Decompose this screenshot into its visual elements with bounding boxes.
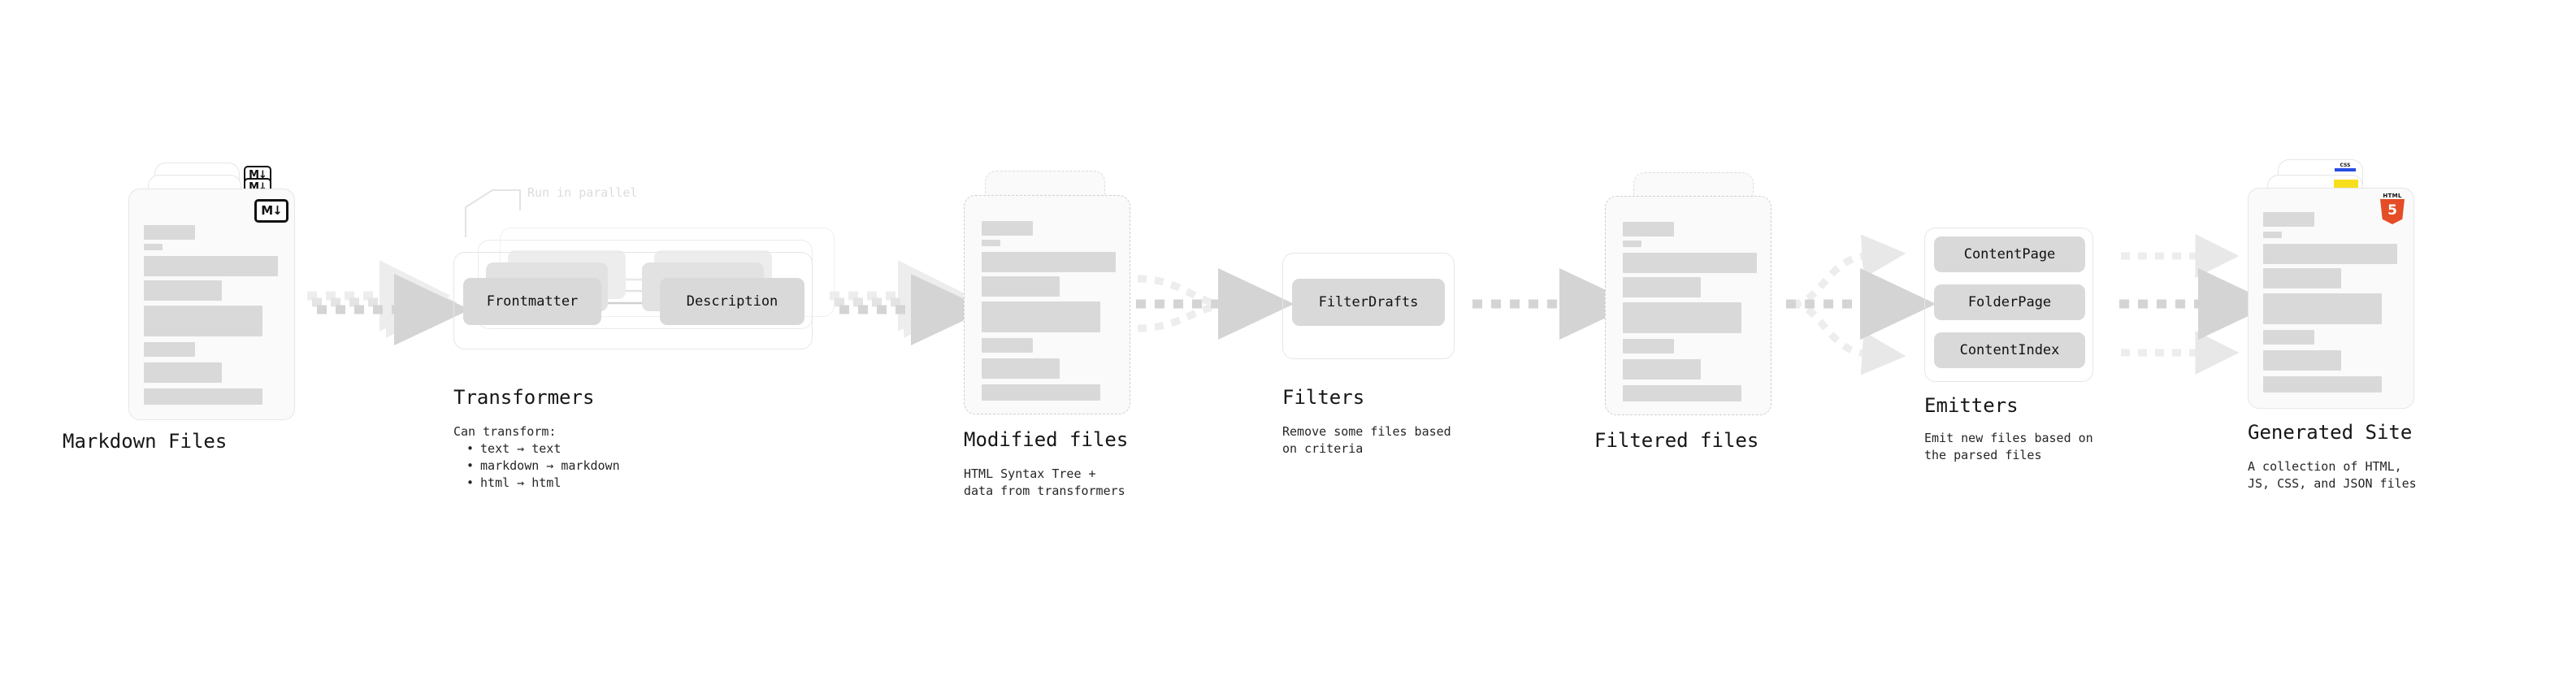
connector-emitters-to-site — [2119, 234, 2275, 375]
markdown-icon: M↓ — [254, 199, 288, 223]
stage-title-emitters: Emitters — [1924, 394, 2019, 417]
emitters-chip-contentindex[interactable]: ContentIndex — [1934, 332, 2085, 368]
connector-transformers-to-modified — [830, 260, 987, 345]
doc-line — [982, 221, 1033, 236]
doc-line — [1623, 385, 1741, 401]
transformer-chip-frontmatter[interactable]: Frontmatter — [463, 278, 601, 325]
stage-title-markdown-files: Markdown Files — [63, 430, 228, 453]
html5-icon-label: HTML — [2383, 193, 2402, 199]
doc-line — [982, 301, 1100, 332]
doc-line — [1623, 241, 1641, 247]
doc-line — [144, 244, 163, 250]
doc-line — [1623, 302, 1741, 333]
stage-subtitle-filters: Remove some files based on criteria — [1282, 424, 1451, 456]
emitters-box — [1924, 228, 2093, 382]
doc-line — [2263, 244, 2397, 264]
doc-line — [2263, 330, 2314, 345]
doc-line — [982, 252, 1116, 272]
doc-line — [982, 338, 1033, 353]
doc-line — [1623, 253, 1757, 273]
doc-line — [144, 388, 262, 405]
doc-line — [1623, 277, 1701, 297]
html5-icon-shield: 5 — [2380, 199, 2405, 224]
transformers-bullet: markdown → markdown — [466, 458, 620, 475]
emitters-chip-contentpage[interactable]: ContentPage — [1934, 236, 2085, 272]
doc-line — [144, 342, 195, 357]
filters-box — [1282, 253, 1455, 359]
transformer-box-front — [453, 252, 813, 349]
stage-title-modified-files: Modified files — [964, 428, 1129, 451]
connector-modified-to-filters — [1136, 268, 1295, 340]
html5-icon: HTML 5 — [2379, 193, 2406, 225]
doc-line — [2263, 268, 2341, 288]
css-icon-label: CSS — [2340, 163, 2351, 168]
transformers-bullet: text → text — [466, 440, 620, 458]
doc-line — [1623, 359, 1701, 380]
transformers-lead: Can transform: — [453, 424, 557, 439]
connector-filtered-to-emitters — [1786, 234, 1936, 375]
transformers-bullet: html → html — [466, 475, 620, 492]
transformers-description: Can transform: text → text markdown → ma… — [453, 423, 620, 492]
markdown-card-front — [128, 189, 295, 420]
stage-title-filters: Filters — [1282, 386, 1365, 409]
doc-line — [2263, 232, 2282, 238]
doc-line — [982, 276, 1060, 297]
doc-line — [144, 225, 195, 240]
transformers-bullet-list: text → text markdown → markdown html → h… — [453, 440, 620, 492]
doc-line — [2263, 212, 2314, 227]
doc-line — [2263, 376, 2382, 393]
doc-line — [1623, 222, 1674, 236]
stage-title-generated-site: Generated Site — [2248, 421, 2413, 444]
stage-subtitle-emitters: Emit new files based on the parsed files — [1924, 431, 2093, 462]
doc-line — [982, 358, 1060, 379]
transformer-chip-description[interactable]: Description — [660, 278, 804, 325]
doc-line — [2263, 350, 2341, 371]
emitters-chip-folderpage[interactable]: FolderPage — [1934, 284, 2085, 320]
doc-line — [1623, 339, 1674, 354]
stage-subtitle-modified-files: HTML Syntax Tree + data from transformer… — [964, 466, 1125, 498]
stage-subtitle-generated-site: A collection of HTML, JS, CSS, and JSON … — [2248, 459, 2417, 491]
doc-line — [144, 306, 262, 336]
doc-line — [144, 256, 278, 276]
filters-chip-filterdrafts[interactable]: FilterDrafts — [1292, 279, 1445, 326]
doc-line — [982, 240, 1000, 246]
css-icon: CSS — [2335, 163, 2356, 173]
run-in-parallel-label: Run in parallel — [527, 185, 638, 200]
stage-title-filtered-files: Filtered files — [1594, 429, 1759, 452]
stage-title-transformers: Transformers — [453, 386, 595, 409]
doc-line — [144, 280, 222, 301]
doc-line — [2263, 293, 2382, 324]
css-icon-bar — [2335, 168, 2356, 171]
doc-line — [144, 362, 222, 383]
doc-line — [982, 384, 1100, 401]
connector-md-to-transformers — [307, 260, 471, 345]
